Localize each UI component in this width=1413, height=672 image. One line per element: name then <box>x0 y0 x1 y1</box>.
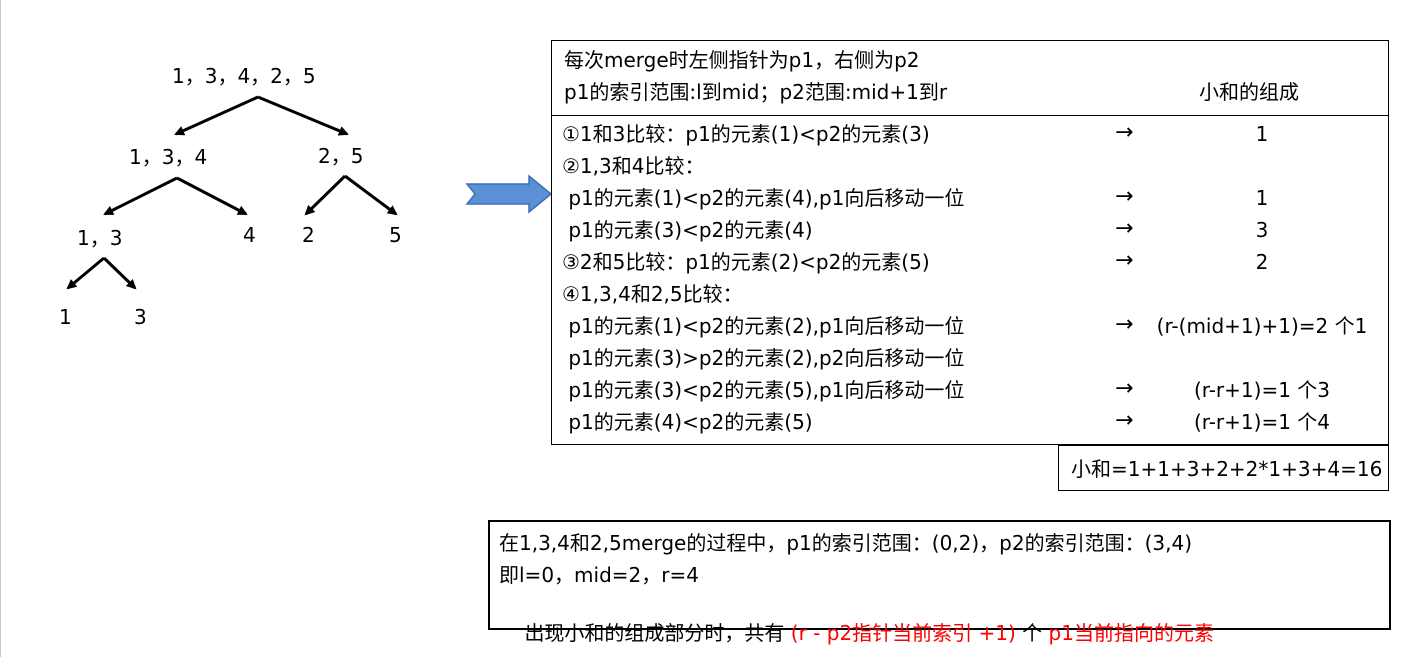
explanation-note-box: 在1,3,4和2,5merge的过程中，p1的索引范围：(0,2)，p2的索引范… <box>488 520 1391 645</box>
tree-leaf-b: 3 <box>134 305 147 329</box>
tree-edge-ll-b <box>102 256 137 290</box>
tree-edge-right-rightleft <box>304 174 347 216</box>
step-text: p1的元素(4)<p2的元素(5) <box>562 410 813 434</box>
step-text: ④1,3,4和2,5比较： <box>562 282 743 306</box>
merge-tree-diagram <box>66 95 398 290</box>
small-sum-box: 小和=1+1+3+2+2*1+3+4=16 <box>1058 445 1389 491</box>
note-element-highlight: p1当前指向的元素 <box>1048 621 1214 645</box>
tree-leaf-a: 1 <box>59 305 72 329</box>
note-line-3-prefix: 出现小和的组成部分时，共有 <box>524 621 791 645</box>
step-text: p1的元素(3)<p2的元素(4) <box>562 218 813 242</box>
step-text: p1的元素(1)<p2的元素(2),p1向后移动一位 <box>562 314 965 338</box>
right-arrow-icon: → <box>1115 312 1134 337</box>
right-arrow-icon: → <box>1115 248 1134 273</box>
step-text: p1的元素(3)<p2的元素(5),p1向后移动一位 <box>562 378 965 402</box>
right-arrow-icon: → <box>1115 216 1134 241</box>
step-result: (r-r+1)=1 个4 <box>1193 410 1331 434</box>
tree-edge-ll-a <box>66 256 105 290</box>
tree-node-left-left: 1，3 <box>77 226 123 250</box>
step-text: p1的元素(1)<p2的元素(4),p1向后移动一位 <box>562 186 965 210</box>
note-formula-highlight: (r - p2指针当前索引 +1) <box>790 621 1016 645</box>
tree-edge-root-right <box>257 95 349 136</box>
tree-node-right: 2，5 <box>318 144 364 168</box>
small-sum-text: 小和=1+1+3+2+2*1+3+4=16 <box>1071 457 1383 481</box>
step-result: 2 <box>1255 250 1269 274</box>
right-arrow-icon: → <box>1115 408 1134 433</box>
tree-edge-right-rightright <box>344 174 398 216</box>
merge-steps-box: 每次merge时左侧指针为p1，右侧为p2 p1的索引范围:l到mid；p2范围… <box>551 40 1389 445</box>
right-arrow-icon: → <box>1115 184 1134 209</box>
right-arrow-icon: → <box>1115 376 1134 401</box>
header-line-2: p1的索引范围:l到mid；p2范围:mid+1到r <box>564 80 948 104</box>
note-line-3-mid: 个 <box>1015 621 1049 645</box>
step-result: 1 <box>1255 122 1269 146</box>
step-text: ③2和5比较：p1的元素(2)<p2的元素(5) <box>562 250 930 274</box>
result-column-title: 小和的组成 <box>1199 80 1299 104</box>
right-arrow-icon: → <box>1115 120 1134 145</box>
step-text: p1的元素(3)>p2的元素(2),p2向后移动一位 <box>562 346 965 370</box>
step-result: (r-(mid+1)+1)=2 个1 <box>1156 314 1368 338</box>
note-line-2: 即l=0，mid=2，r=4 <box>499 563 699 587</box>
step-result: (r-r+1)=1 个3 <box>1193 378 1331 402</box>
step-result: 1 <box>1255 186 1269 210</box>
tree-edge-left-leftleft <box>103 176 178 216</box>
step-text: ①1和3比较：p1的元素(1)<p2的元素(3) <box>562 122 930 146</box>
tree-node-left: 1，3，4 <box>129 145 208 169</box>
tree-node-right-left: 2 <box>302 223 315 247</box>
header-line-1: 每次merge时左侧指针为p1，右侧为p2 <box>564 48 920 72</box>
note-line-1: 在1,3,4和2,5merge的过程中，p1的索引范围：(0,2)，p2的索引范… <box>499 531 1193 555</box>
tree-node-root: 1，3，4，2，5 <box>172 64 316 88</box>
canvas-left-edge <box>0 0 1 657</box>
step-result: 3 <box>1255 218 1269 242</box>
step-text: ②1,3和4比较： <box>562 154 705 178</box>
tree-edge-root-left <box>174 95 259 136</box>
right-block-arrow-icon <box>465 174 553 214</box>
tree-node-right-right: 5 <box>389 223 402 247</box>
tree-node-left-right: 4 <box>243 223 256 247</box>
header-divider <box>552 115 1388 116</box>
tree-edge-left-leftright <box>176 176 248 216</box>
note-line-3: 出现小和的组成部分时，共有 (r - p2指针当前索引 +1) 个 p1当前指向… <box>499 594 1214 672</box>
